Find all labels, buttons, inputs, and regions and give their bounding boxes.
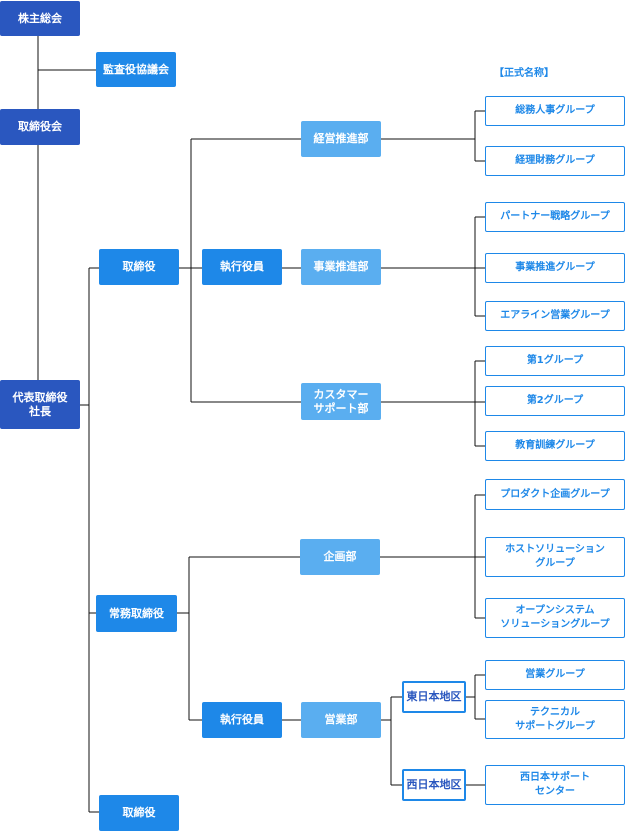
- node-east-region[interactable]: 東日本地区: [402, 681, 466, 713]
- group-business-promotion[interactable]: 事業推進グループ: [485, 253, 625, 283]
- group-general-affairs[interactable]: 総務人事グループ: [485, 96, 625, 126]
- node-exec-officer-2[interactable]: 執行役員: [202, 702, 282, 738]
- group-training[interactable]: 教育訓練グループ: [485, 431, 625, 461]
- group-product-planning[interactable]: プロダクト企画グループ: [485, 479, 625, 510]
- node-exec-officer-1[interactable]: 執行役員: [202, 249, 282, 285]
- group-finance[interactable]: 経理財務グループ: [485, 146, 625, 176]
- group-technical-support[interactable]: テクニカル サポートグループ: [485, 700, 625, 739]
- group-west-support-center[interactable]: 西日本サポート センター: [485, 765, 625, 805]
- node-director-1[interactable]: 取締役: [99, 249, 179, 285]
- node-managing-director[interactable]: 常務取締役: [96, 595, 177, 632]
- node-board[interactable]: 取締役会: [0, 109, 80, 145]
- node-ceo[interactable]: 代表取締役 社長: [0, 380, 80, 429]
- node-sales-dept[interactable]: 営業部: [301, 702, 381, 738]
- node-west-region[interactable]: 西日本地区: [402, 769, 466, 801]
- node-mgmt-dept[interactable]: 経営推進部: [301, 121, 381, 157]
- group-host-solution[interactable]: ホストソリューション グループ: [485, 537, 625, 577]
- caption-official-name: 【正式名称】: [494, 68, 554, 79]
- group-airline-sales[interactable]: エアライン営業グループ: [485, 301, 625, 331]
- node-planning-dept[interactable]: 企画部: [300, 539, 380, 575]
- node-cs-dept[interactable]: カスタマー サポート部: [301, 383, 381, 420]
- node-director-2[interactable]: 取締役: [99, 795, 179, 831]
- node-shareholders[interactable]: 株主総会: [0, 1, 80, 36]
- node-auditors[interactable]: 監査役協議会: [96, 52, 176, 87]
- node-biz-dept[interactable]: 事業推進部: [301, 249, 381, 285]
- group-partner-strategy[interactable]: パートナー戦略グループ: [485, 202, 625, 232]
- group-open-system[interactable]: オープンシステム ソリューショングループ: [485, 598, 625, 638]
- group-second[interactable]: 第2グループ: [485, 386, 625, 416]
- group-sales[interactable]: 営業グループ: [485, 660, 625, 690]
- group-first[interactable]: 第1グループ: [485, 346, 625, 376]
